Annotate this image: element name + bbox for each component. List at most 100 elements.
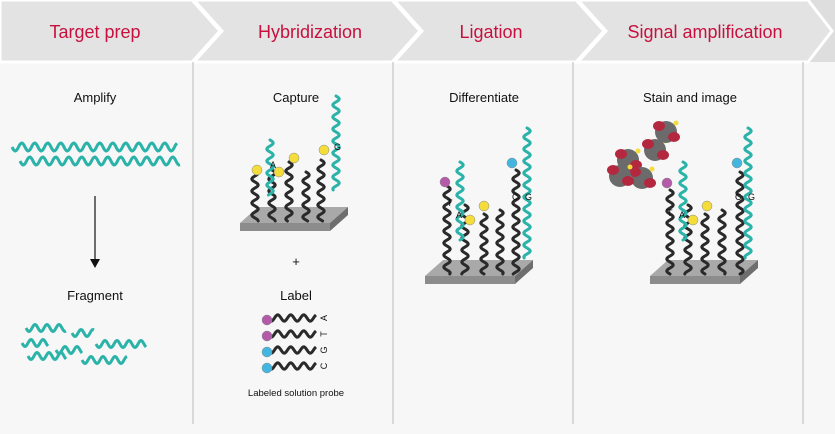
capture-chip-side — [240, 223, 330, 231]
ligation-chip-top — [425, 260, 533, 276]
signal-base-a: A — [679, 210, 685, 220]
signal-strand-1 — [665, 188, 675, 276]
signal-chip-edge — [740, 260, 758, 284]
capture-dye-3 — [288, 152, 300, 164]
probe-strand-1 — [266, 313, 318, 323]
ligation-target-2 — [522, 126, 532, 260]
stain-lobe-b-3 — [668, 132, 680, 142]
amplified-strand-2 — [18, 155, 181, 167]
ligation-strand-4 — [495, 208, 505, 276]
stain-dot-1 — [635, 148, 641, 154]
probe-dye-2 — [261, 330, 273, 342]
probe-strand-3 — [266, 345, 318, 355]
amplified-strands — [10, 141, 181, 167]
ligation-chip-edge — [515, 260, 533, 284]
header-chevrons — [0, 0, 834, 64]
plus-sign: + — [292, 254, 300, 269]
step-ligation: Ligation — [459, 22, 522, 42]
ligation-dye-purple — [439, 176, 451, 188]
ligation-base-t: T — [447, 198, 453, 208]
capture-strand-4 — [301, 170, 311, 223]
signal-dye-yellow-2 — [701, 200, 713, 212]
stain-dot-4 — [649, 166, 655, 172]
stain-lobe-a-2 — [642, 139, 654, 149]
label-stain-and-image: Stain and image — [643, 90, 737, 105]
capture-strand-2 — [267, 168, 277, 223]
column-dividers — [192, 62, 804, 424]
ligation-strand-5 — [511, 168, 521, 276]
probe-strand-4 — [266, 361, 318, 371]
ligation-dye-cyan — [506, 157, 518, 169]
probe-dye-3 — [261, 346, 273, 358]
capture-strand-1 — [250, 168, 260, 223]
stain-lobe-a-3 — [653, 121, 665, 131]
amplified-strand-1 — [10, 141, 179, 153]
step-signal-amplification: Signal amplification — [627, 22, 782, 42]
captured-target-1 — [265, 138, 275, 197]
step-target-prep: Target prep — [49, 22, 140, 42]
label-label: Label — [280, 288, 312, 303]
probe-strand-2 — [266, 329, 318, 339]
signal-strand-4 — [717, 208, 727, 276]
probe-base-3: G — [319, 346, 329, 353]
stain-lobe-b-4 — [644, 178, 656, 188]
signal-dye-cyan — [731, 157, 743, 169]
step-hybridization: Hybridization — [258, 22, 362, 42]
label-fragment: Fragment — [67, 288, 123, 303]
ligation-strand-3 — [479, 212, 489, 276]
capture-strand-3 — [284, 160, 294, 223]
probe-dye-1 — [261, 314, 273, 326]
stain-lobe-b-2 — [657, 150, 669, 160]
signal-dye-purple — [661, 177, 673, 189]
stain-lobe-a-4 — [629, 167, 641, 177]
signal-base-c: C — [735, 192, 742, 202]
capture-chip-edge — [330, 207, 348, 231]
label-differentiate: Differentiate — [449, 90, 519, 105]
capture-strand-5 — [316, 158, 326, 223]
fragment-2 — [70, 327, 95, 339]
probe-caption: Labeled solution probe — [248, 388, 344, 399]
ligation-chip-side — [425, 276, 515, 284]
stain-dot-3 — [673, 120, 679, 126]
process-arrow — [90, 196, 100, 268]
fragment-1 — [24, 322, 67, 334]
signal-dye-yellow-1 — [687, 214, 699, 226]
label-capture: Capture — [273, 90, 319, 105]
ligation-base-a: A — [456, 210, 462, 220]
stain-dot-5 — [627, 164, 633, 170]
ligation-dye-yellow-1 — [464, 214, 476, 226]
captured-target-2 — [331, 94, 341, 192]
ligation-base-c: C — [512, 192, 519, 202]
capture-base-g: G — [334, 142, 341, 152]
capture-illustration: AG — [240, 94, 348, 231]
signal-target-2 — [743, 126, 753, 260]
capture-base-a: A — [270, 160, 276, 170]
signal-strand-5 — [735, 170, 745, 276]
capture-dye-4 — [318, 144, 330, 156]
fragment-7 — [80, 354, 128, 366]
signal-base-t: T — [667, 208, 673, 218]
stain-lobe-b-5 — [622, 176, 634, 186]
probe-base-1: A — [319, 315, 329, 321]
ligation-base-g: G — [525, 192, 532, 202]
signal-strand-3 — [700, 212, 710, 276]
fragment-strands — [20, 322, 148, 366]
ligation-target-1 — [455, 160, 465, 242]
probe-dye-4 — [261, 362, 273, 374]
signal-chip-side — [650, 276, 740, 284]
fragment-6 — [26, 350, 68, 362]
signal-base-g: G — [748, 192, 755, 202]
ligation-strand-1 — [442, 184, 452, 276]
stain-lobe-a-1 — [615, 149, 627, 159]
fragment-4 — [20, 337, 50, 349]
signal-target-1 — [678, 160, 688, 242]
fragment-3 — [94, 338, 148, 350]
stain-lobe-a-5 — [607, 165, 619, 175]
probe-base-2: T — [319, 331, 329, 337]
capture-dye-1 — [251, 164, 263, 176]
